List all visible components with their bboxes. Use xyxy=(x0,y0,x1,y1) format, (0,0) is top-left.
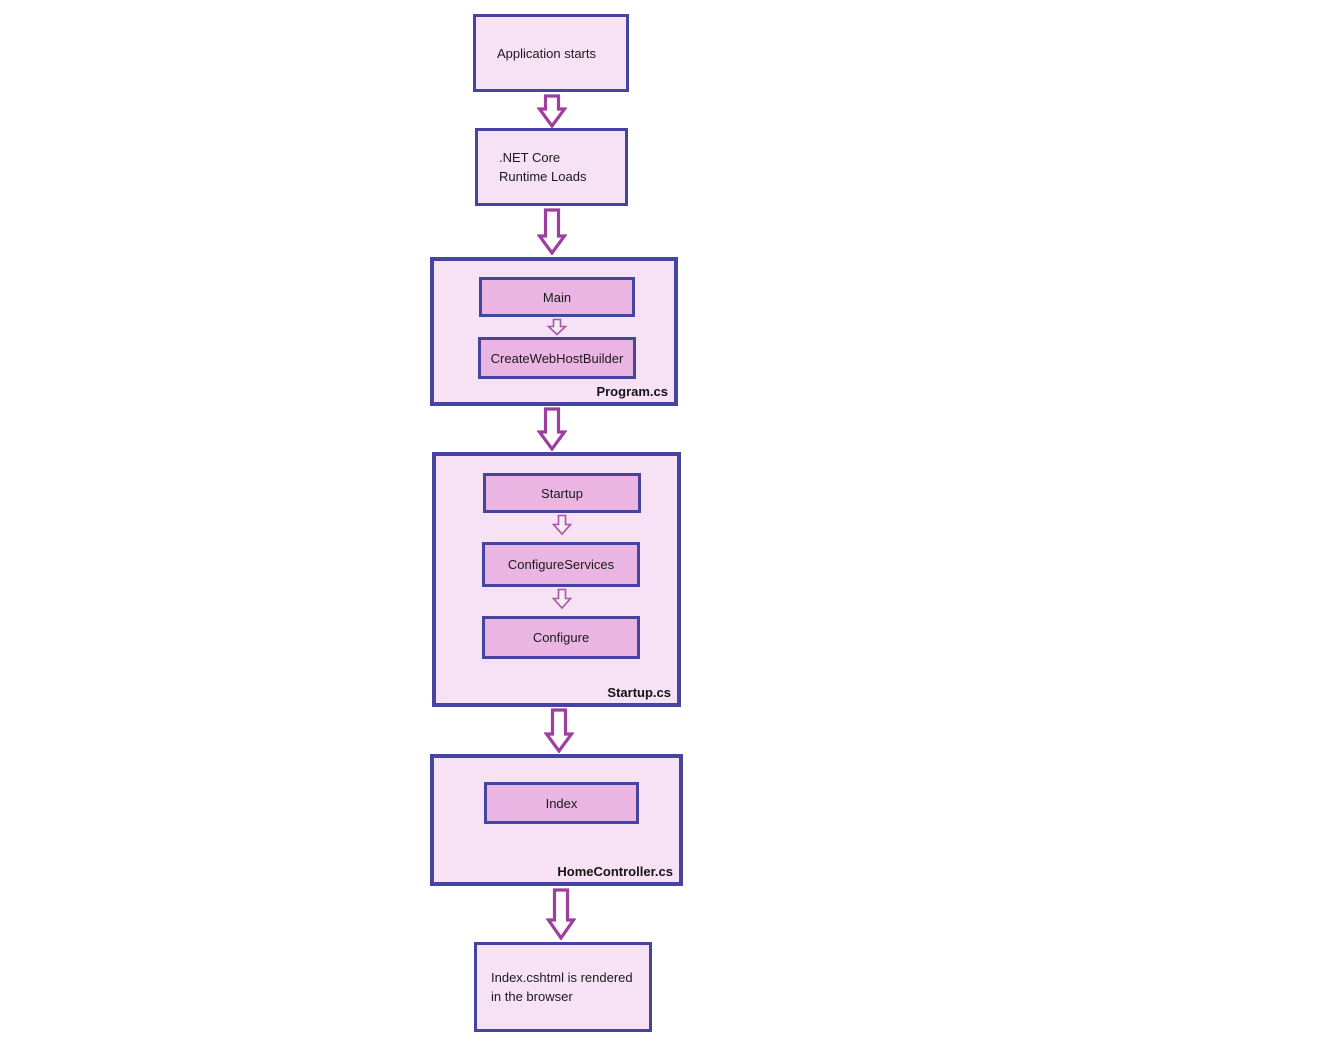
node-label: Configure xyxy=(532,630,590,645)
down-arrow-icon xyxy=(537,94,567,128)
node-main: Main xyxy=(479,277,635,317)
down-arrow-icon xyxy=(546,318,568,336)
node-label: Index.cshtml is rendered in the browser xyxy=(491,970,633,1004)
down-arrow-icon xyxy=(537,208,567,255)
node-index: Index xyxy=(484,782,639,824)
down-arrow-icon xyxy=(551,588,573,610)
file-label-program-cs: Program.cs xyxy=(596,384,668,399)
down-arrow-icon xyxy=(546,888,576,940)
node-configure: Configure xyxy=(482,616,640,659)
node-label: Index xyxy=(545,795,578,811)
node-label: Startup xyxy=(541,485,583,501)
node-configure-services: ConfigureServices xyxy=(482,542,640,587)
node-label: Application starts xyxy=(497,45,596,61)
node-runtime-loads: .NET Core Runtime Loads xyxy=(475,128,628,206)
down-arrow-icon xyxy=(537,407,567,451)
node-label: .NET Core Runtime Loads xyxy=(499,150,587,184)
node-index-cshtml-rendered: Index.cshtml is rendered in the browser xyxy=(474,942,652,1032)
group-startup-cs: Startup ConfigureServices Configure Star… xyxy=(432,452,681,707)
node-application-starts: Application starts xyxy=(473,14,629,92)
node-label: CreateWebHostBuilder xyxy=(490,350,624,366)
down-arrow-icon xyxy=(544,708,574,753)
group-program-cs: Main CreateWebHostBuilder Program.cs xyxy=(430,257,678,406)
file-label-home-controller-cs: HomeController.cs xyxy=(557,864,673,879)
down-arrow-icon xyxy=(551,514,573,536)
node-label: Main xyxy=(542,289,572,305)
file-label-startup-cs: Startup.cs xyxy=(607,685,671,700)
node-create-web-host-builder: CreateWebHostBuilder xyxy=(478,337,636,379)
group-home-controller-cs: Index HomeController.cs xyxy=(430,754,683,886)
node-startup: Startup xyxy=(483,473,641,513)
node-label: ConfigureServices xyxy=(507,557,615,572)
